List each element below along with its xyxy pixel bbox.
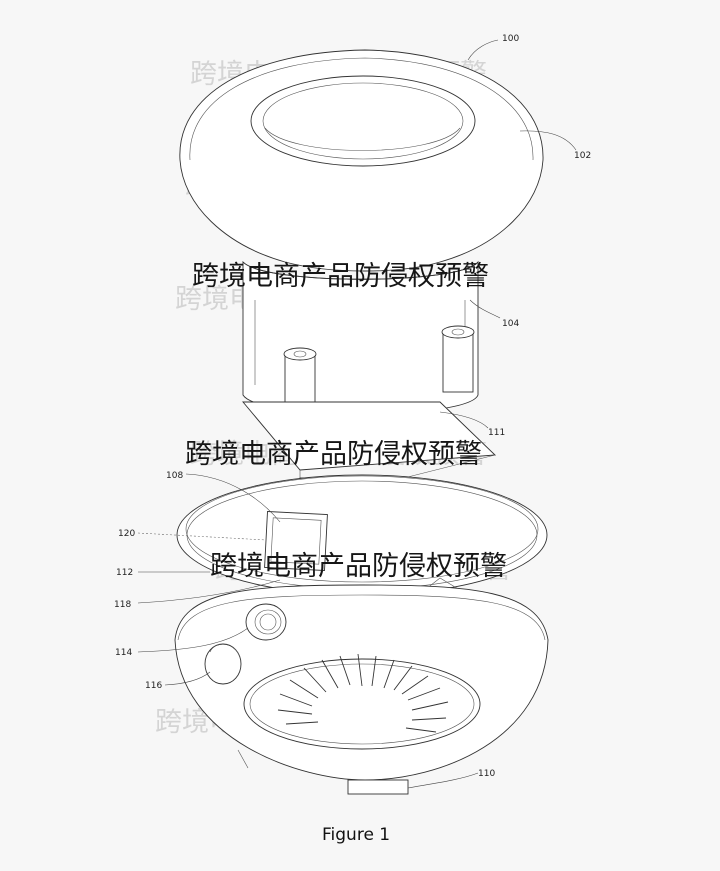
ref-111: 111 xyxy=(488,428,505,438)
leader-lines xyxy=(137,39,577,789)
ref-112: 112 xyxy=(116,568,133,578)
ref-104: 104 xyxy=(502,319,519,329)
figure-caption: Figure 1 xyxy=(322,825,390,845)
ref-102: 102 xyxy=(574,151,591,161)
base-110 xyxy=(174,584,549,795)
body-104 xyxy=(242,260,479,415)
port-114 xyxy=(245,603,287,641)
ref-110: 110 xyxy=(478,769,495,779)
ref-120: 120 xyxy=(118,529,135,539)
reference-numerals: 100 102 104 111 108 120 112 118 114 116 … xyxy=(114,34,591,779)
knob-116 xyxy=(204,643,242,685)
watermark-overlay-3: 跨境电商产品防侵权预警 xyxy=(210,551,507,582)
ref-114: 114 xyxy=(115,648,132,658)
ring-112 xyxy=(176,474,548,601)
top-cover-102 xyxy=(179,49,544,272)
watermark-overlay-1: 跨境电商产品防侵权预警 xyxy=(192,261,489,292)
watermark-overlay-2: 跨境电商产品防侵权预警 xyxy=(185,439,482,470)
ref-116: 116 xyxy=(145,681,162,691)
ref-118: 118 xyxy=(114,600,131,610)
ref-100: 100 xyxy=(502,34,519,44)
ref-108: 108 xyxy=(166,471,183,481)
